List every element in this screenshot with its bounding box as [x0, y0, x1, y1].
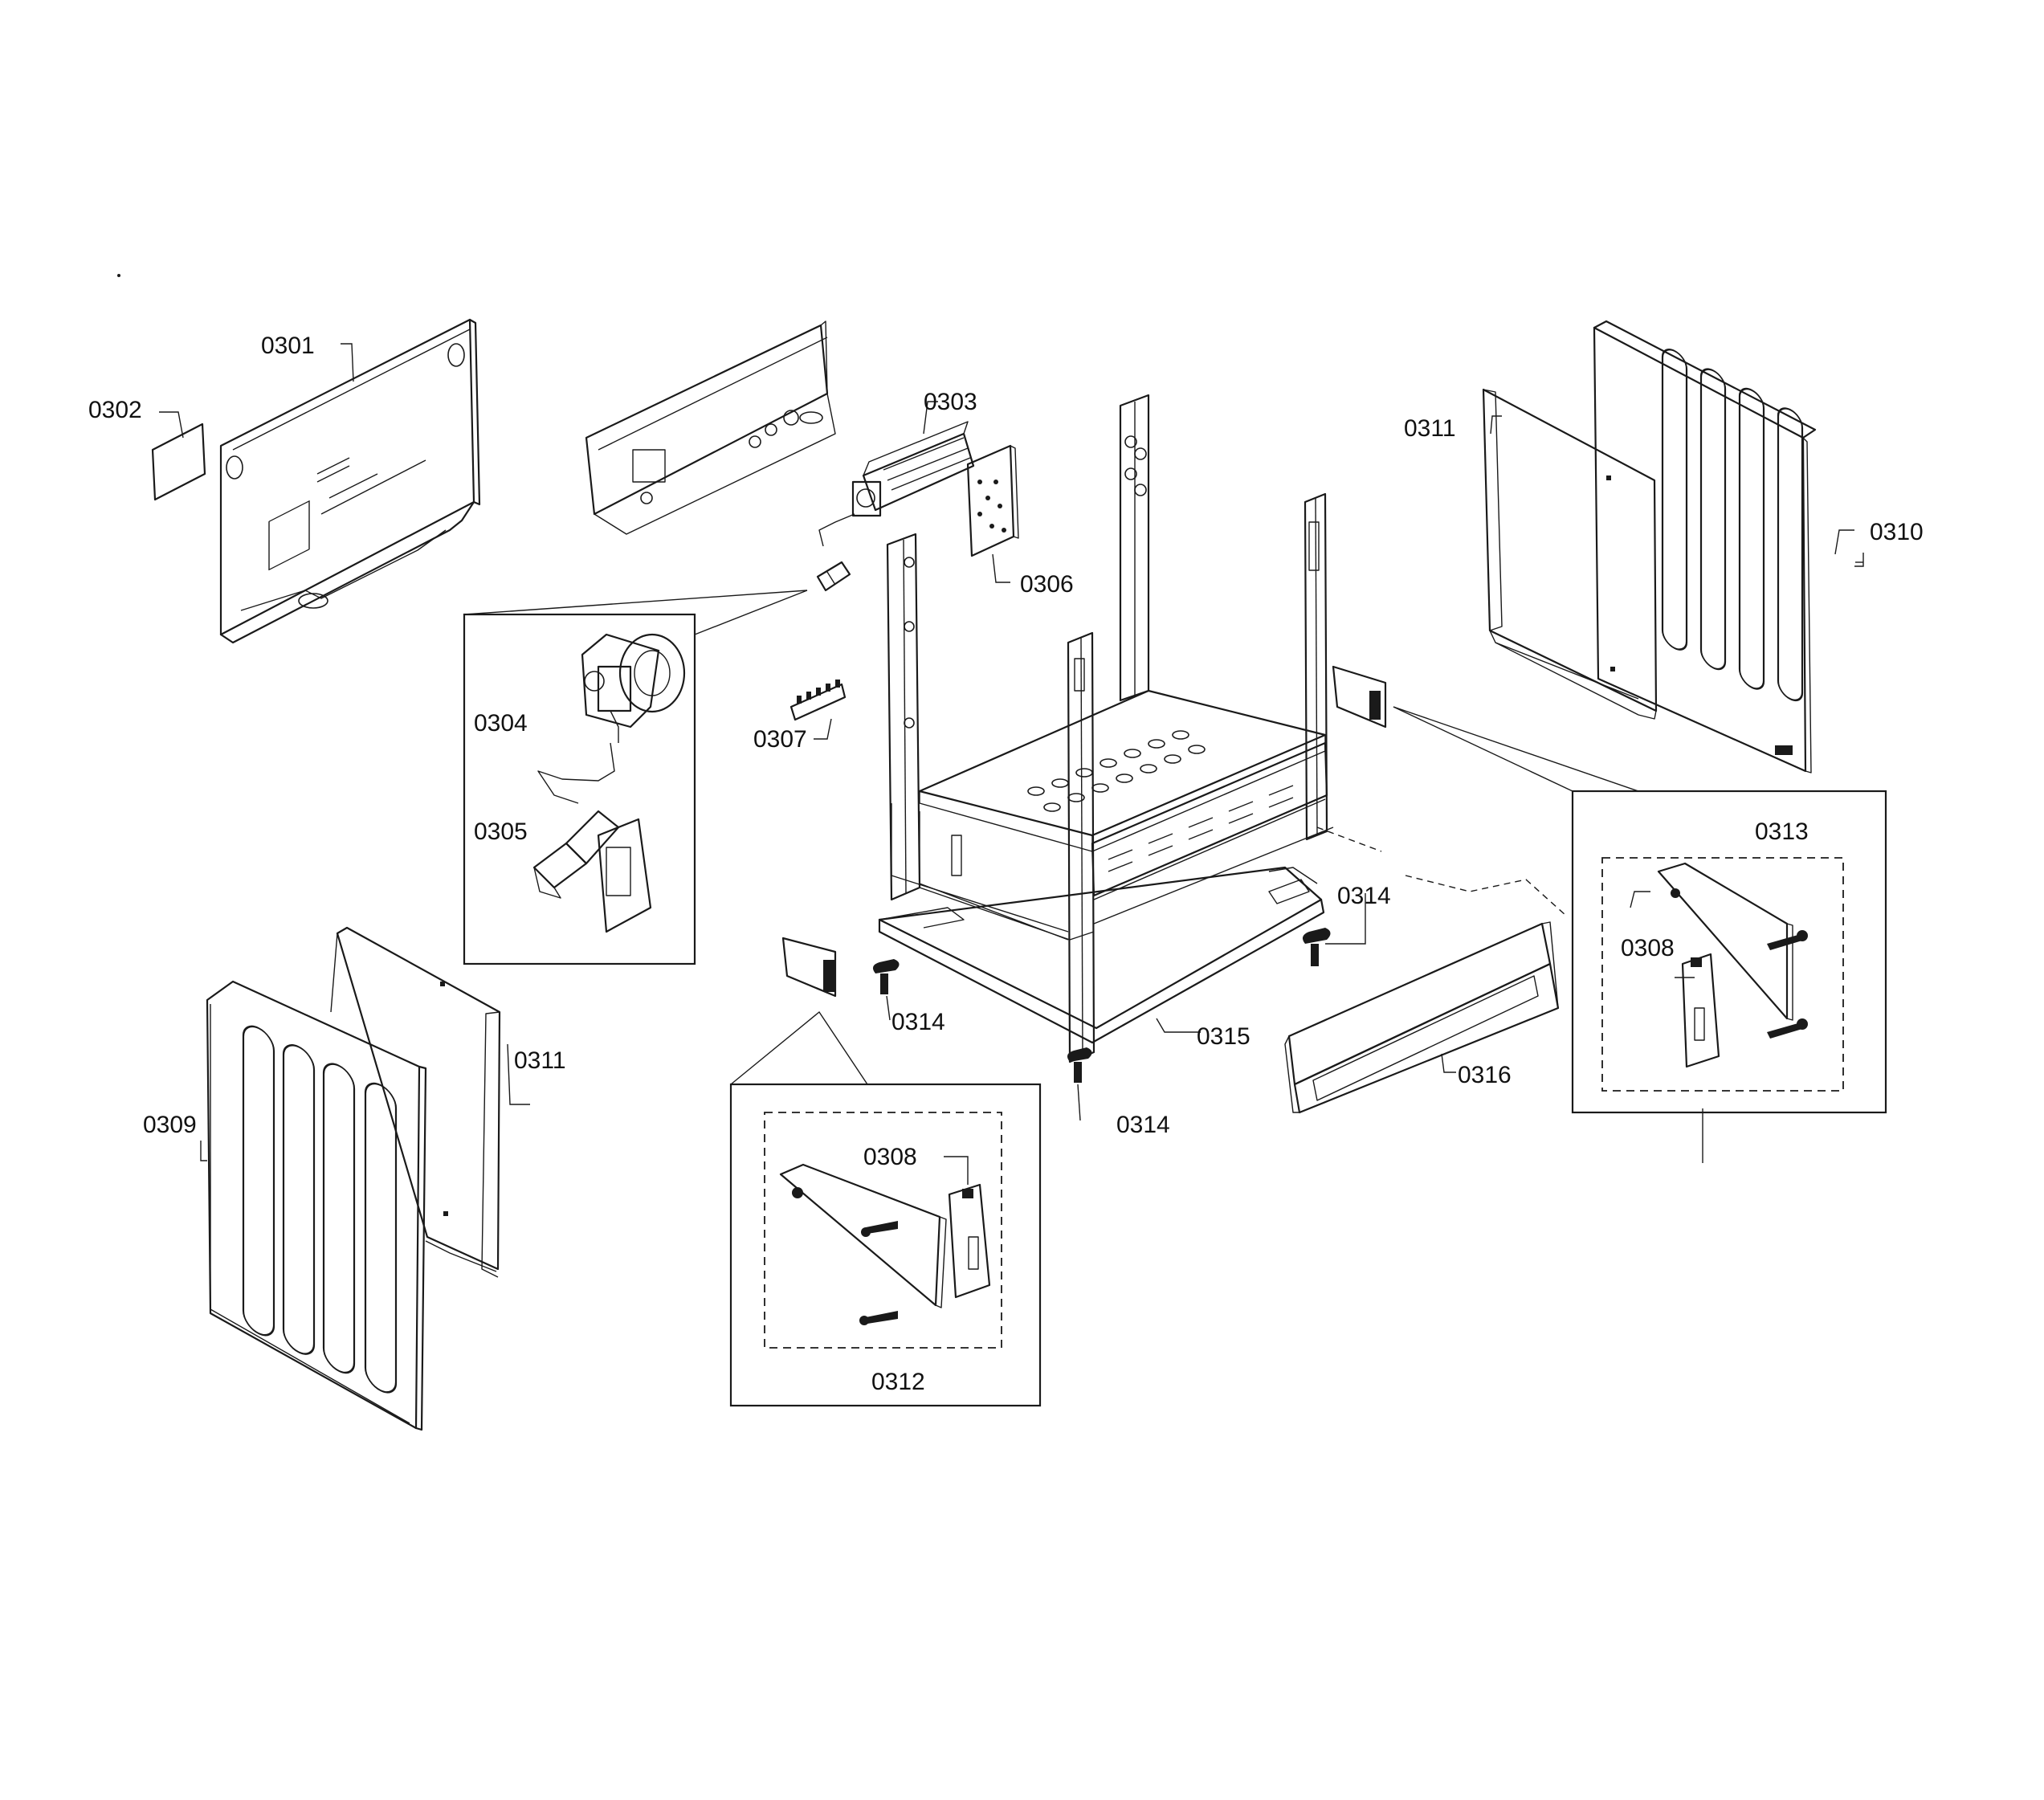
label-0308-right: 0308	[1621, 935, 1675, 961]
label-0305: 0305	[474, 818, 528, 845]
label-0309: 0309	[143, 1112, 197, 1138]
rear-frame-bracket	[585, 320, 836, 535]
part-0314-screw-b	[872, 959, 900, 994]
leader-lines	[159, 343, 1864, 1185]
part-0303-cooling-fan	[818, 421, 975, 547]
label-0311-left: 0311	[514, 1047, 566, 1074]
label-0307: 0307	[753, 726, 807, 753]
part-0309-left-side-panel	[206, 980, 427, 1431]
label-0313: 0313	[1755, 818, 1809, 845]
label-0303: 0303	[924, 389, 977, 415]
part-0313-hinge-bracket-small	[1332, 665, 1387, 729]
label-0314-right: 0314	[1337, 883, 1391, 909]
part-0306-control-board	[966, 444, 1019, 557]
assembly-guide-0316-b	[1316, 827, 1382, 852]
label-0314-center: 0314	[891, 1009, 945, 1035]
label-0301: 0301	[261, 333, 315, 359]
scan-speck	[117, 274, 120, 277]
label-0306: 0306	[1020, 571, 1074, 598]
detail-box-0313	[1393, 706, 1887, 1114]
cabinet-frame-assembly	[886, 394, 1334, 1063]
label-0315: 0315	[1197, 1023, 1250, 1050]
part-0311-right-inner-panel	[1482, 388, 1658, 720]
label-0311-right: 0311	[1404, 415, 1456, 442]
label-0312: 0312	[871, 1369, 925, 1395]
label-0304: 0304	[474, 710, 528, 737]
part-0301-back-panel	[219, 318, 481, 644]
part-0302-cover-plate	[151, 422, 206, 501]
detail-box-0312	[729, 1010, 1042, 1407]
label-0314-lower: 0314	[1116, 1112, 1170, 1138]
part-0314-screw-a	[1302, 928, 1331, 966]
part-0315-base-plate	[878, 866, 1325, 1044]
part-0311-left-inner-panel	[330, 926, 501, 1278]
label-0316: 0316	[1458, 1062, 1512, 1088]
part-0310-right-side-panel	[1593, 320, 1817, 773]
detail-box-motor	[463, 590, 808, 965]
assembly-guide-0316	[1405, 875, 1567, 916]
part-0316-kick-panel	[1284, 921, 1560, 1114]
label-0310: 0310	[1870, 519, 1924, 545]
rail-louvers	[1108, 785, 1294, 872]
part-0314-screw-c	[1067, 1047, 1092, 1083]
callout-labels: 0301 0302 0303 0304 0305 0306 0307 0308 …	[88, 333, 1924, 1395]
part-0312-hinge-bracket-small	[781, 937, 837, 998]
tray-vent-holes	[1027, 730, 1206, 812]
part-0304-small-connector	[816, 561, 851, 592]
part-0307-terminal-block	[789, 680, 847, 721]
label-0302: 0302	[88, 397, 142, 423]
label-0308-left: 0308	[863, 1144, 917, 1170]
